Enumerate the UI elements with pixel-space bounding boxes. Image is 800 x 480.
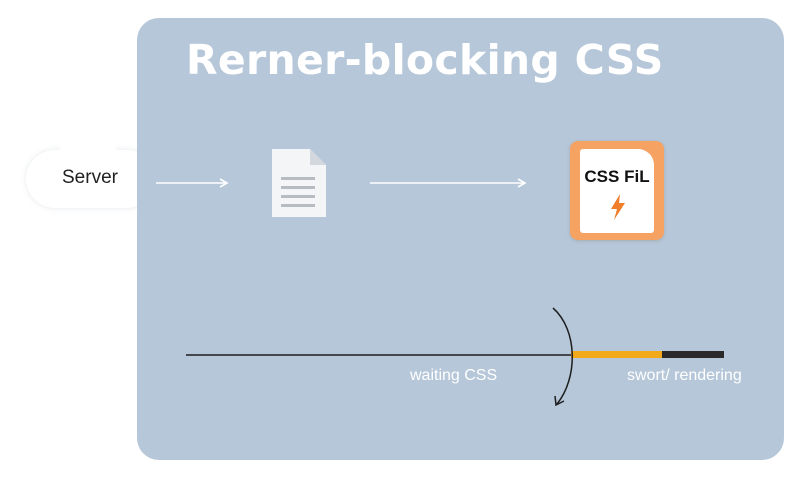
timeline-waiting-label: waiting CSS — [410, 367, 498, 384]
timeline-rendering-label: swort/ rendering — [627, 367, 742, 384]
arrow-document-to-css — [370, 178, 527, 188]
lightning-bolt-icon — [611, 194, 625, 220]
arrow-server-to-document — [156, 178, 229, 188]
server-label: Server — [62, 167, 118, 188]
diagram-panel — [137, 18, 784, 460]
document-icon — [272, 149, 326, 217]
css-file-label: CSS FiL — [584, 167, 650, 186]
diagram-title: Rerner-blocking CSS — [186, 36, 664, 84]
timeline-blocked-segment — [571, 351, 663, 358]
server-cloud-bump — [58, 134, 118, 178]
css-file-icon: CSS FiL — [570, 141, 664, 240]
css-file-sheet: CSS FiL — [580, 149, 654, 233]
timeline-render-segment — [662, 351, 724, 358]
blocking-marker-curve — [552, 307, 573, 407]
